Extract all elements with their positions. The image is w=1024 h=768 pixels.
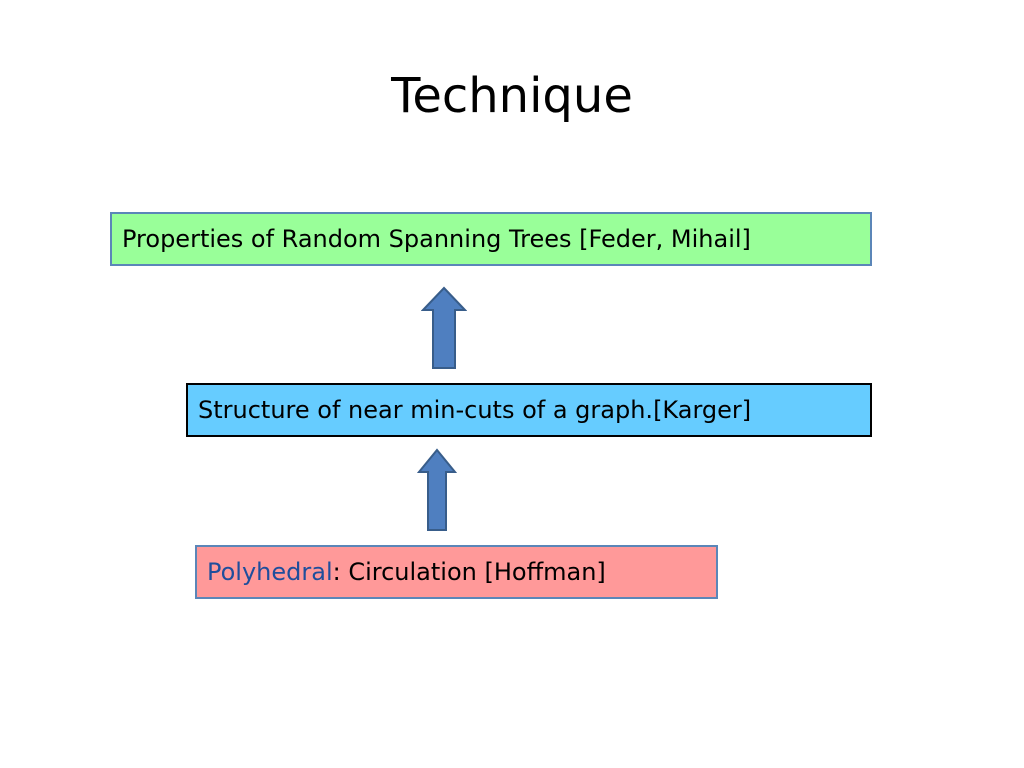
min-cuts-label: Structure of near min-cuts of a graph.[K…	[198, 396, 752, 424]
spanning-trees-box: Properties of Random Spanning Trees [Fed…	[110, 212, 872, 266]
up-arrow-icon	[421, 286, 467, 369]
up-arrow-shape	[417, 448, 457, 531]
min-cuts-box: Structure of near min-cuts of a graph.[K…	[186, 383, 872, 437]
up-arrow-icon	[417, 448, 457, 531]
polyhedral-box: Polyhedral : Circulation [Hoffman]	[195, 545, 718, 599]
up-arrow-shape	[421, 286, 467, 369]
spanning-trees-label: Properties of Random Spanning Trees [Fed…	[122, 225, 751, 253]
slide-title: Technique	[391, 68, 633, 124]
circulation-label: : Circulation [Hoffman]	[332, 558, 606, 586]
polyhedral-label: Polyhedral	[207, 558, 333, 586]
